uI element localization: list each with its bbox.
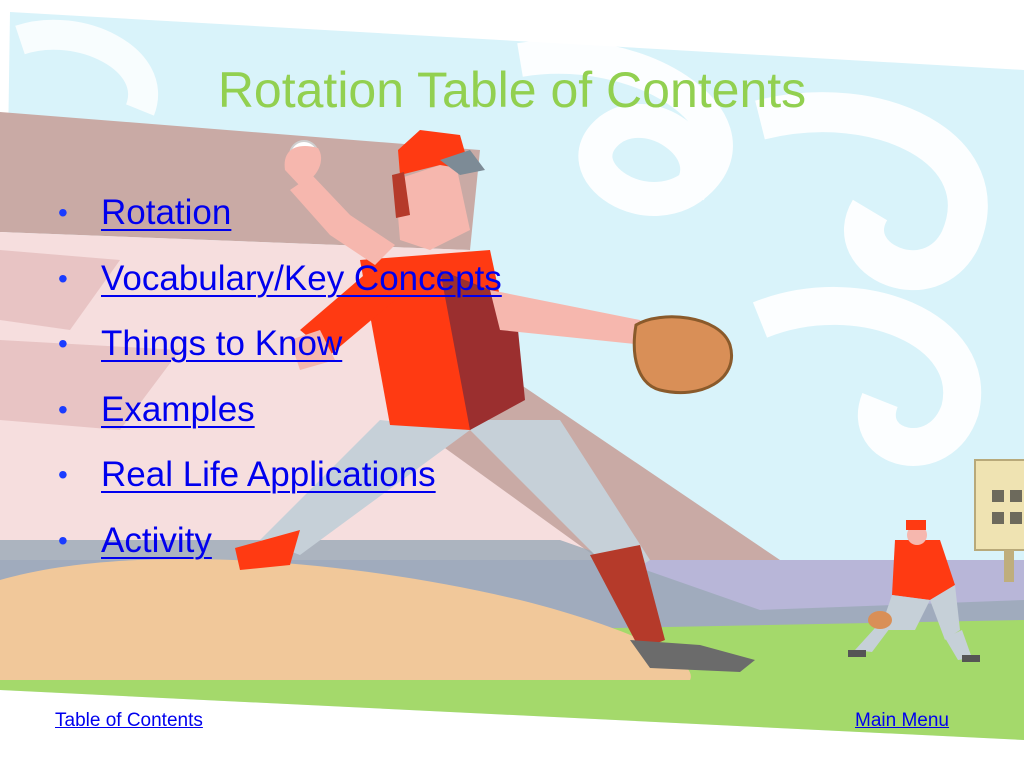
list-item: • Vocabulary/Key Concepts <box>56 254 502 320</box>
list-item: • Real Life Applications <box>56 450 502 516</box>
link-vocabulary-key-concepts[interactable]: Vocabulary/Key Concepts <box>101 258 502 298</box>
link-rotation[interactable]: Rotation <box>101 193 232 232</box>
bullet-icon: • <box>58 393 68 425</box>
bullet-icon: • <box>58 197 68 228</box>
bullet-icon: • <box>58 262 68 294</box>
page-title: Rotation Table of Contents <box>217 62 807 118</box>
link-real-life-applications[interactable]: Real Life Applications <box>101 455 436 494</box>
main-menu-link[interactable]: Main Menu <box>855 710 949 731</box>
bullet-icon: • <box>58 524 68 556</box>
table-of-contents-list: • Rotation • Vocabulary/Key Concepts • T… <box>56 188 502 581</box>
link-things-to-know[interactable]: Things to Know <box>101 324 343 363</box>
list-item: • Examples <box>56 385 502 451</box>
list-item: • Rotation <box>56 188 502 254</box>
link-activity[interactable]: Activity <box>101 520 212 560</box>
table-of-contents-link[interactable]: Table of Contents <box>55 710 203 731</box>
list-item: • Activity <box>56 516 502 582</box>
list-item: • Things to Know <box>56 319 502 385</box>
bullet-icon: • <box>58 459 68 490</box>
link-examples[interactable]: Examples <box>101 389 255 429</box>
bullet-icon: • <box>58 328 68 359</box>
